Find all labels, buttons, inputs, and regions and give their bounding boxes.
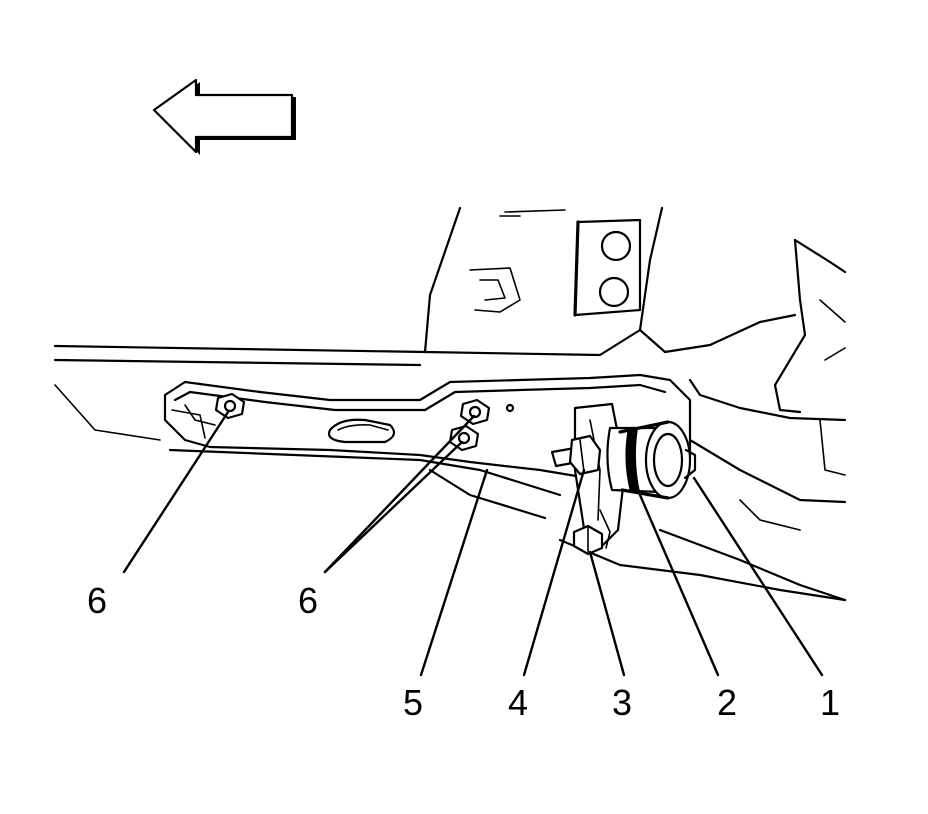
callout-labels: 6 6 5 4 3 2 1 — [87, 580, 840, 723]
vehicle-body-outline — [53, 206, 847, 602]
upper-structure — [469, 209, 642, 317]
bracket-bolt-left — [214, 392, 246, 420]
callout-6-left: 6 — [87, 580, 107, 621]
mount-lower-bolt — [572, 509, 611, 556]
callout-5: 5 — [403, 682, 423, 723]
callout-2: 2 — [717, 682, 737, 723]
callout-3: 3 — [612, 682, 632, 723]
bracket-bolt-upper-center — [459, 398, 491, 426]
mount-insulator — [606, 420, 697, 500]
mount-stud — [550, 434, 602, 476]
callout-4: 4 — [508, 682, 528, 723]
leader-lines — [122, 410, 824, 677]
left-arrow-icon — [152, 78, 296, 155]
callout-1: 1 — [820, 682, 840, 723]
callout-6-center: 6 — [298, 580, 318, 621]
